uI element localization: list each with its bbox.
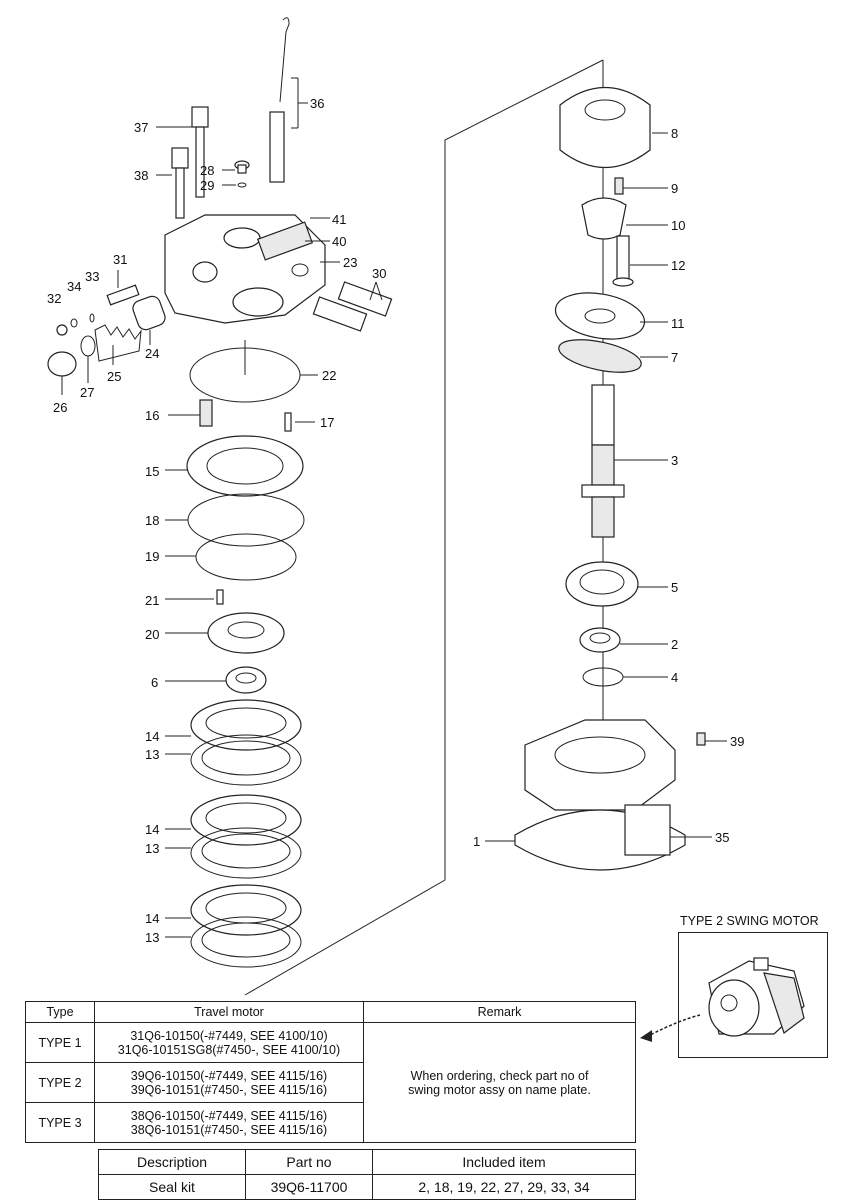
part-relief-valves [312,281,393,332]
part-collar-2 [579,627,668,653]
callout-14: 14 [145,729,159,744]
part-pin-plate [165,589,285,654]
callout-16: 16 [145,408,159,423]
part-casing-1 [485,719,727,871]
motor-part-a: 39Q6-10150(-#7449, SEE 4115/16) [130,1068,328,1083]
callout-28: 28 [200,163,214,178]
part-friction-plates [165,699,302,968]
part-plates-11-7 [554,292,668,373]
type-table-header-type: Type [25,1001,95,1023]
seal-header-description: Description [98,1149,246,1175]
motor-part-b: 39Q6-10151(#7450-, SEE 4115/16) [130,1082,328,1097]
type-table-header-motor: Travel motor [94,1001,364,1023]
callout-6: 6 [151,675,158,690]
motor-part-b: 31Q6-10151SG8(#7450-, SEE 4100/10) [117,1042,341,1057]
callout-1: 1 [473,834,480,849]
callout-22: 22 [322,368,336,383]
motor-part-a: 38Q6-10150(-#7449, SEE 4115/16) [130,1108,328,1123]
seal-items: 2, 18, 19, 22, 27, 29, 33, 34 [372,1174,636,1200]
callout-24: 24 [145,346,159,361]
part-plug [222,160,250,188]
part-bearing-6 [165,666,267,694]
callout-4: 4 [671,670,678,685]
type-cell: TYPE 3 [25,1102,95,1143]
swing-motor-illustration [708,957,805,1037]
callout-11: 11 [671,316,685,331]
callout-30: 30 [372,266,386,281]
callout-38: 38 [134,168,148,183]
part-ring-gear-8 [559,87,668,168]
callout-19: 19 [145,549,159,564]
type-cell: TYPE 2 [25,1062,95,1103]
callout-8: 8 [671,126,678,141]
callout-9: 9 [671,181,678,196]
type-cell: TYPE 1 [25,1022,95,1063]
callout-36: 36 [310,96,324,111]
callout-34: 34 [67,279,81,294]
callout-23: 23 [343,255,357,270]
callout-35: 35 [715,830,729,845]
callout-5: 5 [671,580,678,595]
part-orings-18-19 [165,493,305,581]
motor-cell: 38Q6-10150(-#7449, SEE 4115/16)38Q6-1015… [94,1102,364,1143]
callout-14: 14 [145,822,159,837]
seal-kit-table: Description Part no Included item Seal k… [98,1149,636,1200]
callout-31: 31 [113,252,127,267]
callout-18: 18 [145,513,159,528]
part-shaft-3 [581,384,668,538]
callout-26: 26 [53,400,67,415]
part-ring-plate-15 [165,435,304,497]
callout-10: 10 [671,218,685,233]
callout-27: 27 [80,385,94,400]
motor-cell: 39Q6-10150(-#7449, SEE 4115/16)39Q6-1015… [94,1062,364,1103]
type2-swing-motor-label: TYPE 2 SWING MOTOR [680,914,819,928]
callout-7: 7 [671,350,678,365]
type2-swing-motor-image [678,932,828,1058]
exploded-parts-diagram: 3637382829414023303134333224252627221617… [47,17,744,996]
callout-3: 3 [671,453,678,468]
callout-13: 13 [145,747,159,762]
part-small-parts-9-12 [581,177,668,287]
motor-part-b: 38Q6-10151(#7450-, SEE 4115/16) [130,1122,328,1137]
type-table-header-remark: Remark [363,1001,636,1023]
seal-description: Seal kit [98,1174,246,1200]
callout-13: 13 [145,841,159,856]
callout-40: 40 [332,234,346,249]
part-oring-22 [189,340,318,403]
callout-2: 2 [671,637,678,652]
remark-line-2: swing motor assy on name plate. [408,1082,591,1097]
part-valve-housing [164,214,340,324]
callout-32: 32 [47,291,61,306]
part-dipstick [269,17,308,183]
callout-41: 41 [332,212,346,227]
motor-part-a: 31Q6-10150(-#7449, SEE 4100/10) [130,1028,328,1043]
part-check-valve-set [47,270,166,395]
part-spring-pin [168,399,315,432]
motor-cell: 31Q6-10150(-#7449, SEE 4100/10)31Q6-1015… [94,1022,364,1063]
callout-37: 37 [134,120,148,135]
part-snap-ring-4 [582,667,668,687]
type-table: Type Travel motor Remark TYPE 1 31Q6-101… [25,1001,636,1143]
remark-line-1: When ordering, check part no of [410,1068,589,1083]
callout-15: 15 [145,464,159,479]
callout-13: 13 [145,930,159,945]
callout-17: 17 [320,415,334,430]
part-bolts [156,106,209,219]
callout-29: 29 [200,178,214,193]
seal-part-no: 39Q6-11700 [245,1174,373,1200]
callout-39: 39 [730,734,744,749]
callout-21: 21 [145,593,159,608]
callout-12: 12 [671,258,685,273]
seal-header-part-no: Part no [245,1149,373,1175]
callout-14: 14 [145,911,159,926]
part-bearing-5 [565,561,668,607]
callout-33: 33 [85,269,99,284]
callout-20: 20 [145,627,159,642]
callout-25: 25 [107,369,121,384]
seal-header-items: Included item [372,1149,636,1175]
